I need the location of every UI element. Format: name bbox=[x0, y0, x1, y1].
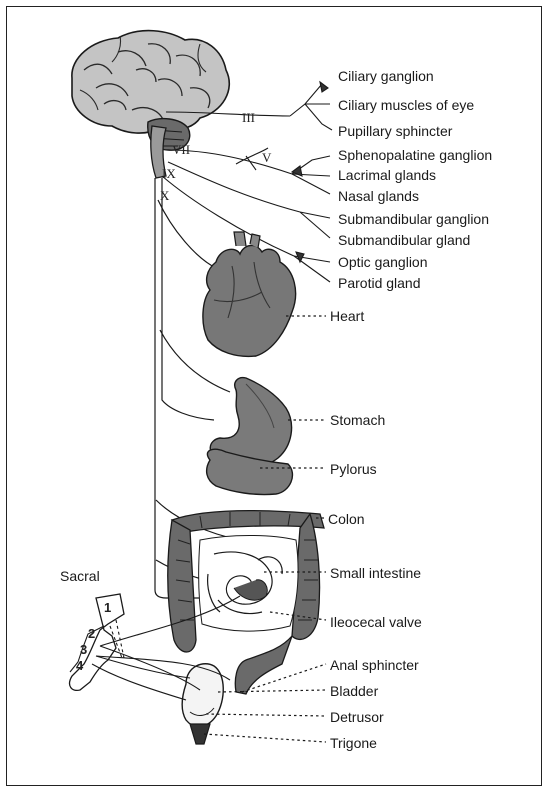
label-colon: Colon bbox=[328, 511, 365, 527]
label-sphenopalatine-ganglion: Sphenopalatine ganglion bbox=[338, 147, 492, 163]
label-pylorus: Pylorus bbox=[330, 461, 377, 477]
small-intestine-illustration bbox=[199, 536, 298, 632]
label-parotid-gland: Parotid gland bbox=[338, 275, 421, 291]
nerve-label-v: V bbox=[262, 150, 271, 166]
label-lacrimal-glands: Lacrimal glands bbox=[338, 167, 436, 183]
label-heart: Heart bbox=[330, 308, 364, 324]
sacral-segment-3: 3 bbox=[80, 642, 87, 657]
label-stomach: Stomach bbox=[330, 412, 385, 428]
label-ciliary-ganglion: Ciliary ganglion bbox=[338, 68, 434, 84]
label-ciliary-muscles-of-eye: Ciliary muscles of eye bbox=[338, 97, 474, 113]
sacral-segment-2: 2 bbox=[88, 626, 95, 641]
sacral-segment-1: 1 bbox=[104, 600, 111, 615]
brain-illustration bbox=[72, 31, 229, 178]
label-pupillary-sphincter: Pupillary sphincter bbox=[338, 123, 452, 139]
sacral-segment-4: 4 bbox=[76, 658, 83, 673]
label-sacral: Sacral bbox=[60, 568, 100, 584]
nerve-label-x: X bbox=[160, 188, 169, 204]
label-nasal-glands: Nasal glands bbox=[338, 188, 419, 204]
label-optic-ganglion: Optic ganglion bbox=[338, 254, 428, 270]
label-anal-sphincter: Anal sphincter bbox=[330, 657, 419, 673]
label-submandibular-gland: Submandibular gland bbox=[338, 232, 470, 248]
label-small-intestine: Small intestine bbox=[330, 565, 421, 581]
label-trigone: Trigone bbox=[330, 735, 377, 751]
nerve-label-vii: VII bbox=[172, 142, 190, 158]
label-bladder: Bladder bbox=[330, 683, 378, 699]
bladder-illustration bbox=[182, 664, 223, 744]
nerve-label-iii: III bbox=[242, 110, 255, 126]
vagus-trunk bbox=[155, 178, 240, 598]
label-ileocecal-valve: Ileocecal valve bbox=[330, 614, 422, 630]
nerve-label-ix: IX bbox=[162, 166, 176, 182]
label-detrusor: Detrusor bbox=[330, 709, 384, 725]
label-submandibular-ganglion: Submandibular ganglion bbox=[338, 211, 489, 227]
